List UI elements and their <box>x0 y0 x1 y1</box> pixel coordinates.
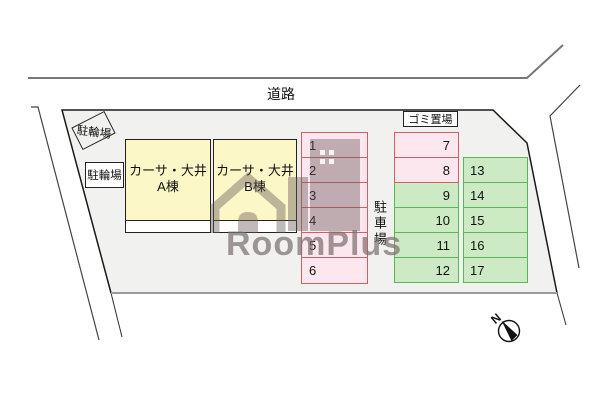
plot-boundary <box>61 109 558 294</box>
parking-stall-16: 16 <box>463 232 528 258</box>
road-left-edge <box>31 106 100 341</box>
parking-stall-6: 6 <box>301 257 368 284</box>
parking-stall-11: 11 <box>394 232 459 258</box>
parking-stall-13: 13 <box>463 157 528 183</box>
building-a-porch <box>126 220 210 232</box>
parking-stall-5: 5 <box>301 232 368 258</box>
right-boundary-extension <box>556 292 567 326</box>
compass-icon: N <box>488 310 521 343</box>
parking-stall-10: 10 <box>394 207 459 233</box>
garbage-area-label: ゴミ置場 <box>403 111 458 127</box>
parking-stall-7: 7 <box>394 132 459 158</box>
road-right-edge <box>549 84 581 269</box>
parking-stall-3: 3 <box>301 182 368 208</box>
parking-stall-4: 4 <box>301 207 368 233</box>
parking-stall-15: 15 <box>463 207 528 233</box>
building-a-name: カーサ・大井 <box>129 163 207 178</box>
parking-stall-9: 9 <box>394 182 459 208</box>
road-top-edge <box>28 44 564 79</box>
left-boundary-extension <box>110 292 123 338</box>
building-a-unit: A棟 <box>157 179 179 194</box>
parking-stall-1: 1 <box>301 132 368 158</box>
parking-stall-8: 8 <box>394 157 459 183</box>
building-b: カーサ・大井 B棟 <box>213 139 297 233</box>
parking-stall-12: 12 <box>394 257 459 283</box>
road-label: 道路 <box>267 86 295 102</box>
parking-area-label: 駐車場 <box>372 200 387 248</box>
parking-stall-17: 17 <box>463 257 528 283</box>
building-a: カーサ・大井 A棟 <box>125 139 211 233</box>
building-b-unit: B棟 <box>244 179 266 194</box>
building-b-porch <box>214 220 296 232</box>
parking-stall-14: 14 <box>463 182 528 208</box>
parking-stall-2: 2 <box>301 157 368 183</box>
building-b-name: カーサ・大井 <box>216 163 294 178</box>
bicycle-parking-box: 駐輪場 <box>85 162 124 188</box>
